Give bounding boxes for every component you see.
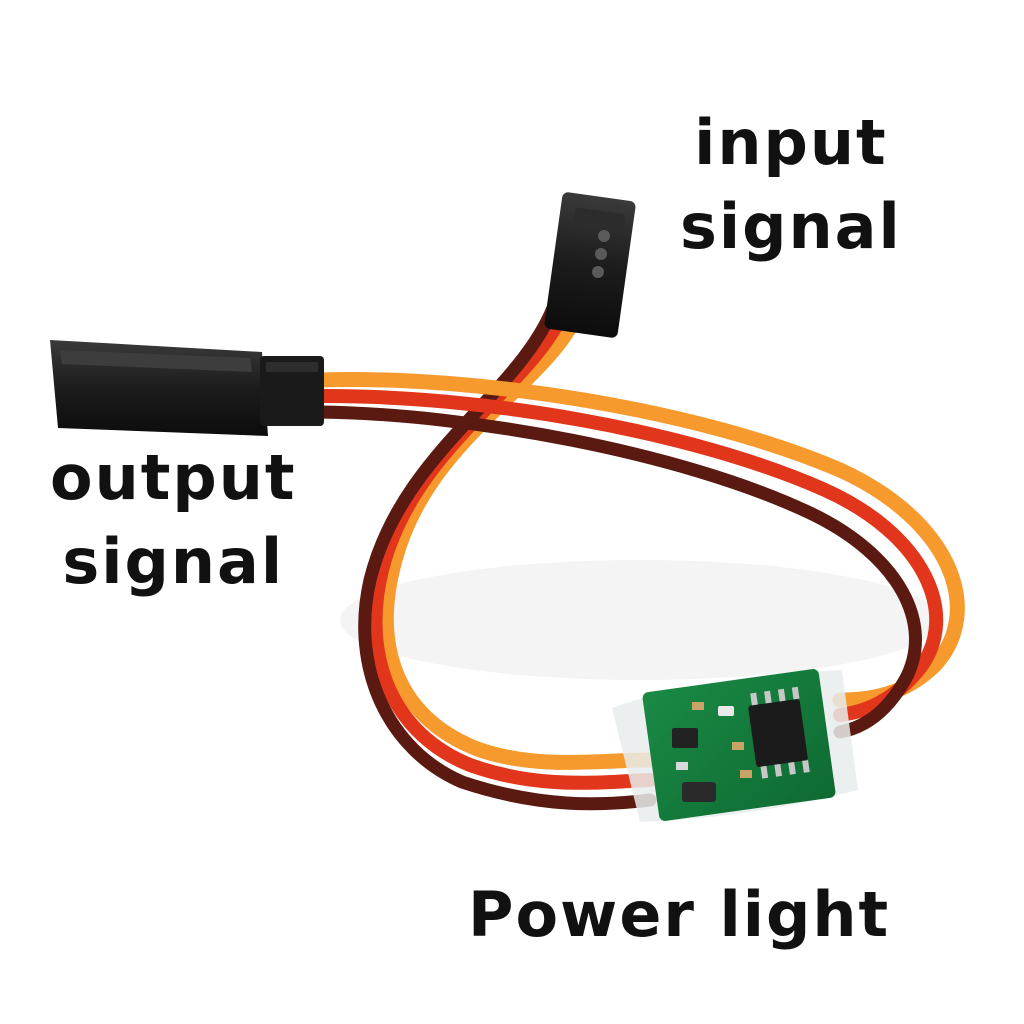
output-signal-label: output signal <box>50 447 297 593</box>
input-signal-label: input signal <box>680 112 902 258</box>
output-label-line2: signal <box>62 525 285 598</box>
output-connector <box>50 340 324 436</box>
output-cable <box>312 372 965 739</box>
output-label-line1: output <box>50 441 297 514</box>
input-label-line2: signal <box>680 190 902 263</box>
input-connector <box>544 192 636 338</box>
pcb-module <box>612 669 858 822</box>
power-light-label: Power light <box>468 878 891 951</box>
input-label-line1: input <box>694 106 888 179</box>
table-shadow <box>340 560 940 680</box>
